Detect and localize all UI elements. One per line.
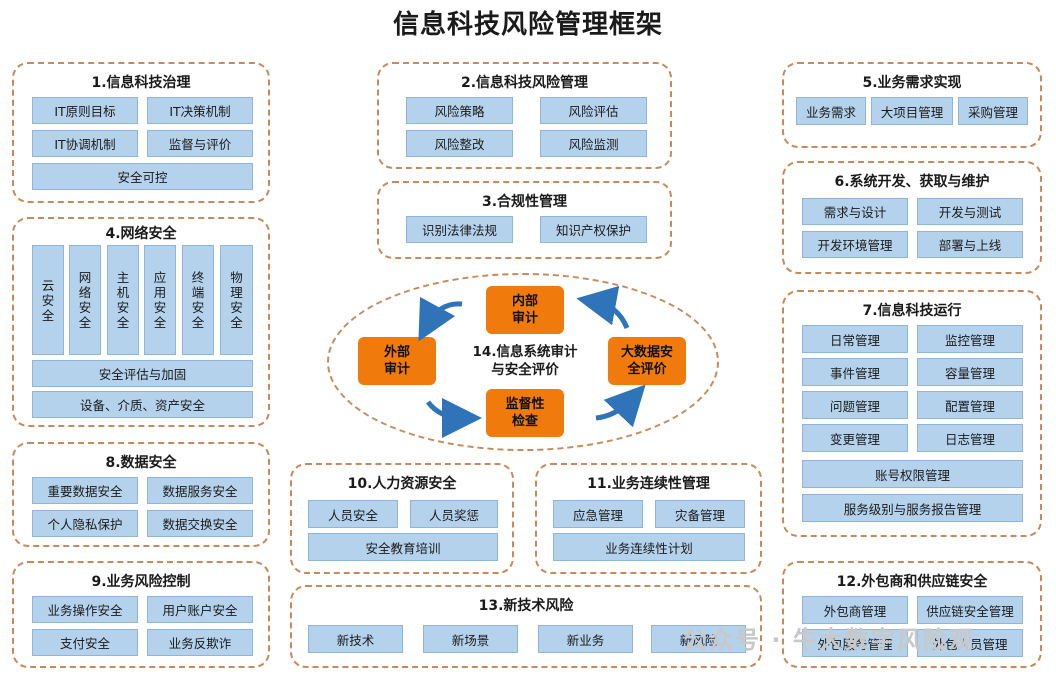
- item-deploy: 部署与上线: [917, 231, 1023, 258]
- item-terminal-security: 终端安全: [182, 245, 214, 355]
- panel-hr-security: 10.人力资源安全 人员安全 人员奖惩 安全教育培训: [290, 463, 514, 574]
- panel-title: 7.信息科技运行: [862, 303, 962, 319]
- node-internal-audit: 内部审计: [486, 286, 564, 334]
- panel-title: 11.业务连续性管理: [587, 476, 710, 492]
- item-cloud-security: 云安全: [32, 245, 64, 355]
- panel-title: 2.信息科技风险管理: [460, 75, 589, 91]
- panel-title: 5.业务需求实现: [862, 75, 962, 91]
- panel-audit-evaluation: [327, 273, 719, 451]
- panel-it-risk-management: 2.信息科技风险管理 风险策略 风险评估 风险整改 风险监测: [377, 62, 672, 169]
- panel-title: 10.人力资源安全: [347, 476, 457, 492]
- panel-it-operations: 7.信息科技运行 日常管理 监控管理 事件管理 容量管理 问题管理 配置管理 变…: [782, 290, 1042, 537]
- item-business-requirement: 业务需求: [796, 97, 866, 125]
- item-physical-security: 物理安全: [220, 245, 253, 355]
- panel-title: 1.信息科技治理: [91, 75, 191, 91]
- item-app-security: 应用安全: [144, 245, 176, 355]
- item-secure-control: 安全可控: [32, 163, 253, 190]
- panel-title: 9.业务风险控制: [91, 574, 191, 590]
- item-supply-chain: 供应链安全管理: [917, 596, 1023, 624]
- item-it-principles: IT原则目标: [32, 97, 138, 124]
- panel-data-security: 8.数据安全 重要数据安全 数据服务安全 个人隐私保护 数据交换安全: [12, 442, 270, 547]
- item-outsourcer: 外包商管理: [802, 596, 908, 624]
- item-security-assessment: 安全评估与加固: [32, 360, 253, 387]
- item-it-coordination: IT协调机制: [32, 130, 138, 157]
- item-log: 日志管理: [917, 424, 1023, 452]
- item-ip-protection: 知识产权保护: [540, 216, 647, 243]
- panel-outsourcing-supply-chain: 12.外包商和供应链安全 外包商管理 供应链安全管理 外包服务管理 外包人员管理: [782, 561, 1042, 668]
- item-security-training: 安全教育培训: [308, 533, 498, 561]
- item-dev-environment: 开发环境管理: [802, 231, 908, 258]
- item-major-project: 大项目管理: [871, 97, 953, 125]
- panel-title: 13.新技术风险: [478, 598, 574, 614]
- panel-it-governance: 1.信息科技治理 IT原则目标 IT决策机制 IT协调机制 监督与评价 安全可控: [12, 62, 270, 203]
- node-supervisory-check: 监督性检查: [486, 389, 564, 437]
- item-rewards: 人员奖惩: [410, 500, 498, 528]
- item-risk-rectification: 风险整改: [406, 130, 513, 157]
- item-network-security: 网络安全: [69, 245, 101, 355]
- audit-center-title: 14.信息系统审计 与安全评价: [472, 344, 578, 378]
- panel-network-security: 4.网络安全 云安全 网络安全 主机安全 应用安全 终端安全 物理安全 安全评估…: [12, 217, 270, 427]
- item-personnel-security: 人员安全: [308, 500, 398, 528]
- page-title: 信息科技风险管理框架: [392, 10, 663, 40]
- item-new-business: 新业务: [538, 625, 633, 653]
- item-account-security: 用户账户安全: [147, 596, 253, 623]
- item-supervision: 监督与评价: [147, 130, 253, 157]
- panel-title: 3.合规性管理: [481, 194, 568, 210]
- panel-business-continuity: 11.业务连续性管理 应急管理 灾备管理 业务连续性计划: [535, 463, 762, 574]
- panel-new-tech-risk: 13.新技术风险 新技术 新场景 新业务 新风险: [290, 585, 762, 668]
- item-anti-fraud: 业务反欺诈: [147, 629, 253, 656]
- panel-business-requirements: 5.业务需求实现 业务需求 大项目管理 采购管理: [782, 62, 1042, 148]
- item-asset-security: 设备、介质、资产安全: [32, 391, 253, 418]
- item-emergency: 应急管理: [553, 500, 643, 528]
- item-outsourced-service: 外包服务管理: [802, 629, 908, 657]
- item-new-scenario: 新场景: [423, 625, 518, 653]
- panel-title: 8.数据安全: [105, 455, 177, 471]
- item-incident: 事件管理: [802, 358, 908, 386]
- item-risk-assessment: 风险评估: [540, 97, 647, 124]
- panel-title: 12.外包商和供应链安全: [836, 574, 988, 590]
- item-laws: 识别法律法规: [406, 216, 513, 243]
- node-external-audit: 外部审计: [358, 337, 436, 385]
- item-data-service: 数据服务安全: [147, 477, 253, 504]
- item-operation-security: 业务操作安全: [32, 596, 138, 623]
- item-daily-management: 日常管理: [802, 325, 908, 353]
- item-capacity: 容量管理: [917, 358, 1023, 386]
- item-privacy: 个人隐私保护: [32, 510, 138, 537]
- item-monitoring: 监控管理: [917, 325, 1023, 353]
- item-service-level: 服务级别与服务报告管理: [802, 494, 1023, 522]
- item-dev-test: 开发与测试: [917, 198, 1023, 225]
- item-configuration: 配置管理: [917, 391, 1023, 419]
- item-it-decision: IT决策机制: [147, 97, 253, 124]
- item-disaster-recovery: 灾备管理: [655, 500, 745, 528]
- item-risk-strategy: 风险策略: [406, 97, 513, 124]
- item-data-exchange: 数据交换安全: [147, 510, 253, 537]
- panel-title: 6.系统开发、获取与维护: [834, 174, 990, 190]
- item-host-security: 主机安全: [107, 245, 139, 355]
- item-change: 变更管理: [802, 424, 908, 452]
- node-bigdata-evaluation: 大数据安全评价: [608, 337, 686, 385]
- panel-business-risk: 9.业务风险控制 业务操作安全 用户账户安全 支付安全 业务反欺诈: [12, 561, 270, 668]
- item-payment-security: 支付安全: [32, 629, 138, 656]
- item-account-permission: 账号权限管理: [802, 460, 1023, 488]
- item-new-tech: 新技术: [308, 625, 403, 653]
- item-important-data: 重要数据安全: [32, 477, 138, 504]
- item-requirements-design: 需求与设计: [802, 198, 908, 225]
- panel-system-development: 6.系统开发、获取与维护 需求与设计 开发与测试 开发环境管理 部署与上线: [782, 161, 1042, 274]
- item-problem: 问题管理: [802, 391, 908, 419]
- item-outsourced-personnel: 外包人员管理: [917, 629, 1023, 657]
- item-new-risk: 新风险: [651, 625, 746, 653]
- panel-compliance: 3.合规性管理 识别法律法规 知识产权保护: [377, 181, 672, 259]
- item-risk-monitoring: 风险监测: [540, 130, 647, 157]
- item-continuity-plan: 业务连续性计划: [553, 533, 745, 561]
- item-procurement: 采购管理: [958, 97, 1028, 125]
- panel-title: 4.网络安全: [105, 226, 177, 242]
- watermark: 公众号 · 牛大数字风险观: [683, 626, 975, 654]
